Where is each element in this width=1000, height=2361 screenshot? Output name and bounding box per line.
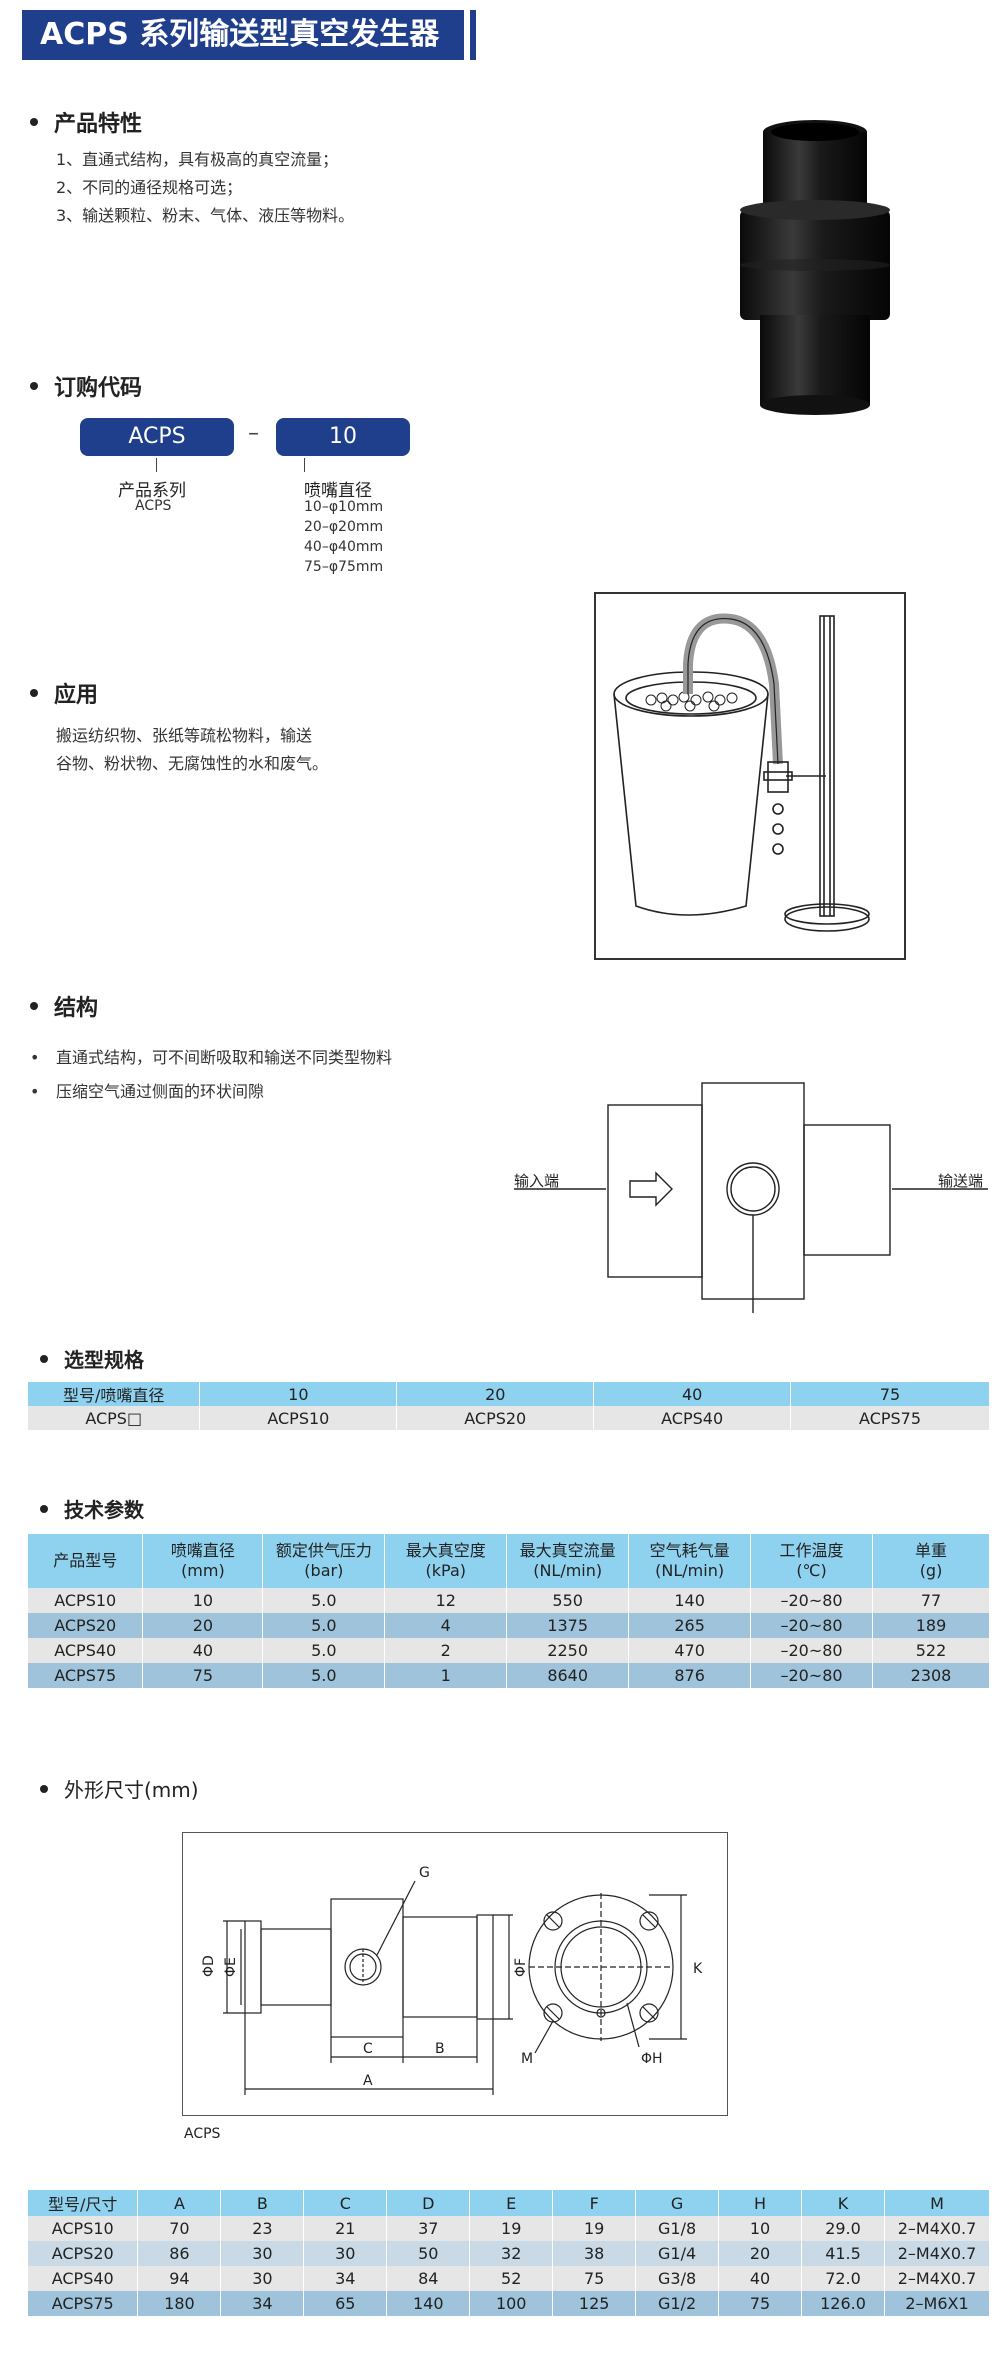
- order-code-series-box: ACPS: [80, 418, 234, 456]
- title-accent-bar: [470, 10, 476, 60]
- label-C: C: [363, 2041, 373, 2057]
- label-K: K: [693, 1961, 703, 1977]
- structure-bullet: •压缩空气通过侧面的环状间隙: [30, 1082, 265, 1101]
- drawing-caption: ACPS: [184, 2126, 221, 2142]
- bullet-icon: [30, 382, 38, 390]
- outlet-label: 输送端: [938, 1172, 984, 1190]
- selection-table: 型号/喷嘴直径 10 20 40 75 ACPS□ ACPS10 ACPS20 …: [28, 1382, 990, 1430]
- label-M: M: [521, 2051, 533, 2067]
- series-label: 产品系列: [118, 481, 186, 501]
- order-heading: 订购代码: [30, 370, 142, 402]
- label-A: A: [363, 2073, 373, 2089]
- diameter-option: 75–φ75mm: [304, 559, 384, 575]
- label-G: G: [419, 1865, 430, 1881]
- selection-heading: 选型规格: [40, 1344, 144, 1373]
- inlet-label: 输入端: [514, 1172, 560, 1190]
- structure-heading: 结构: [30, 990, 98, 1022]
- dimensions-heading: 外形尺寸(mm): [40, 1774, 199, 1803]
- label-B: B: [435, 2041, 445, 2057]
- bullet-icon: [40, 1504, 48, 1513]
- connector-line: [156, 458, 157, 472]
- tech-heading: 技术参数: [40, 1494, 144, 1523]
- diameter-option: 10–φ10mm: [304, 499, 384, 515]
- tech-table: 产品型号 喷嘴直径(mm) 额定供气压力(bar) 最大真空度(kPa) 最大真…: [28, 1534, 990, 1688]
- diameter-label: 喷嘴直径: [304, 481, 372, 501]
- dimension-drawing: G ΦD ΦE ΦF C B A K M ΦH: [182, 1832, 728, 2116]
- label-phiF: ΦF: [513, 1958, 529, 1977]
- bullet-icon: [30, 689, 38, 697]
- label-phiE: ΦE: [223, 1957, 239, 1977]
- table-row: ACPS□ ACPS10 ACPS20 ACPS40 ACPS75: [28, 1406, 990, 1430]
- application-illustration: [594, 592, 906, 960]
- feature-item: 3、输送颗粒、粉末、气体、液压等物料。: [56, 206, 355, 225]
- table-header-row: 型号/尺寸 A B C D E F G H K M: [28, 2190, 991, 2216]
- structure-bullet: •直通式结构，可不间断吸取和输送不同类型物料: [30, 1048, 393, 1067]
- page-title: ACPS 系列输送型真空发生器: [22, 10, 464, 60]
- table-header-row: 产品型号 喷嘴直径(mm) 额定供气压力(bar) 最大真空度(kPa) 最大真…: [28, 1534, 990, 1588]
- features-heading: 产品特性: [30, 106, 142, 138]
- bullet-icon: [30, 1002, 38, 1010]
- diameter-option: 40–φ40mm: [304, 539, 384, 555]
- connector-line: [304, 458, 305, 472]
- feature-item: 1、直通式结构，具有极高的真空流量；: [56, 150, 339, 169]
- structure-bullets: •直通式结构，可不间断吸取和输送不同类型物料 •压缩空气通过侧面的环状间隙: [30, 1044, 392, 1106]
- order-code-dash: –: [248, 421, 259, 446]
- bullet-icon: [40, 1784, 48, 1793]
- bullet-icon: [40, 1354, 48, 1363]
- table-header-row: 型号/喷嘴直径 10 20 40 75: [28, 1382, 990, 1406]
- diameter-options: 10–φ10mm 20–φ20mm 40–φ40mm 75–φ75mm: [304, 497, 383, 577]
- series-sub: ACPS: [135, 498, 172, 514]
- feature-item: 2、不同的通径规格可选；: [56, 178, 243, 197]
- label-phiD: ΦD: [201, 1955, 217, 1977]
- application-text: 搬运纺织物、张纸等疏松物料，输送 谷物、粉状物、无腐蚀性的水和废气。: [56, 726, 329, 773]
- bullet-icon: [30, 118, 38, 126]
- features-list: 1、直通式结构，具有极高的真空流量； 2、不同的通径规格可选； 3、输送颗粒、粉…: [56, 146, 354, 230]
- order-code-diameter-box: 10: [276, 418, 410, 456]
- label-phiH: ΦH: [641, 2051, 663, 2067]
- structure-diagram: [514, 1082, 988, 1313]
- diameter-option: 20–φ20mm: [304, 519, 384, 535]
- application-heading: 应用: [30, 677, 98, 709]
- product-photo: [740, 120, 890, 415]
